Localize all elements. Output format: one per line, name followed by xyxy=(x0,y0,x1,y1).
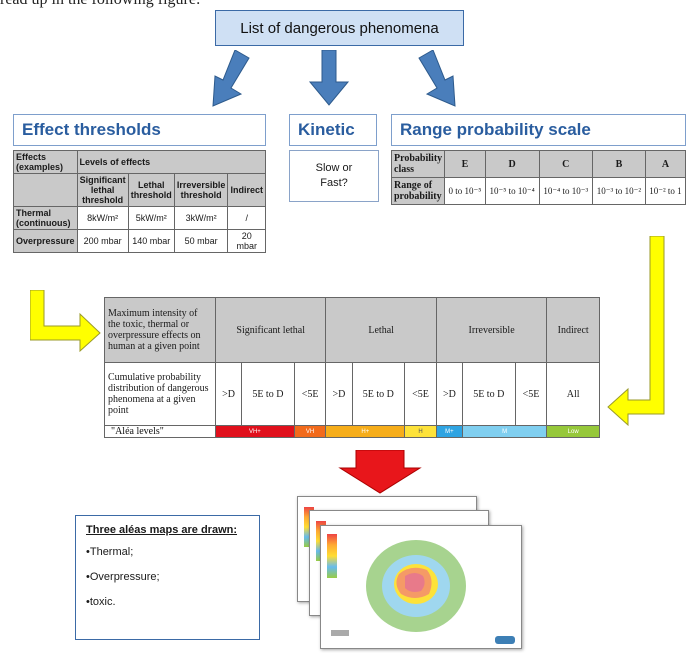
cell-i-gt-d: >D xyxy=(435,362,463,426)
cell-l-gt-d: >D xyxy=(325,362,353,426)
thermal-irreversible: 3kW/m² xyxy=(173,206,229,230)
thermal-lethal: 5kW/m² xyxy=(127,206,175,230)
maps-item-thermal: •Thermal; xyxy=(86,546,134,558)
cell-l-lt-5e: <5E xyxy=(404,362,437,426)
row-label-thermal: Thermal (continuous) xyxy=(13,206,78,230)
maps-item-overpressure: •Overpressure; xyxy=(86,571,160,583)
maps-description-box: Three aléas maps are drawn: •Thermal; •O… xyxy=(75,515,260,640)
cell-indirect-all: All xyxy=(546,362,600,426)
empty-header-cell xyxy=(13,173,78,207)
alea-levels-label: "Aléa levels" xyxy=(104,425,216,438)
map-logo-icon xyxy=(495,636,515,644)
level-h-plus: H+ xyxy=(325,425,406,438)
col-effects-header: Effects (examples) xyxy=(13,150,78,174)
overpressure-significant: 200 mbar xyxy=(76,229,129,253)
class-d: D xyxy=(484,150,540,178)
kinetic-line-2: Fast? xyxy=(320,177,348,189)
thermal-significant: 8kW/m² xyxy=(76,206,129,230)
map-legend-icon xyxy=(327,534,337,578)
class-b: B xyxy=(591,150,646,178)
level-h: H xyxy=(404,425,437,438)
sub-header-irreversible: Irreversible threshold xyxy=(173,173,229,207)
row-label-overpressure: Overpressure xyxy=(13,229,78,253)
range-of-probability-label: Range of probability xyxy=(390,177,446,205)
yellow-arrow-left xyxy=(30,290,101,352)
level-vh: VH xyxy=(293,425,327,438)
range-a: 10⁻² to 1 xyxy=(644,177,687,205)
group-lethal: Lethal xyxy=(325,297,437,363)
blue-arrow-right xyxy=(418,50,456,107)
intro-text: read up in the following figure: xyxy=(0,0,200,9)
map-page-front xyxy=(320,525,522,649)
col-levels-header: Levels of effects xyxy=(76,150,267,174)
overpressure-indirect: 20 mbar xyxy=(227,229,266,253)
cell-sl-5e-d: 5E to D xyxy=(241,362,295,426)
maps-item-toxic: •toxic. xyxy=(86,596,116,608)
thermal-indirect: / xyxy=(227,206,266,230)
overpressure-lethal: 140 mbar xyxy=(127,229,175,253)
level-m: M xyxy=(461,425,548,438)
kinetic-line-1: Slow or xyxy=(315,162,353,174)
map-scale-icon xyxy=(331,630,349,636)
range-e: 0 to 10⁻⁵ xyxy=(444,177,486,205)
probability-class-label: Probability class xyxy=(390,150,446,178)
kinetic-box: Slow or Fast? xyxy=(289,150,379,202)
cell-sl-gt-d: >D xyxy=(214,362,243,426)
blue-arrow-center xyxy=(308,50,350,106)
class-e: E xyxy=(444,150,486,178)
yellow-arrow-right xyxy=(607,236,665,426)
sub-header-significant: Significant lethal threshold xyxy=(76,173,129,207)
class-c: C xyxy=(538,150,593,178)
red-arrow-down xyxy=(338,450,422,494)
range-scale-table: Probability class E D C B A Range of pro… xyxy=(390,150,687,205)
range-b: 10⁻³ to 10⁻² xyxy=(591,177,646,205)
overpressure-irreversible: 50 mbar xyxy=(173,229,229,253)
cell-l-5e-d: 5E to D xyxy=(351,362,406,426)
range-c: 10⁻⁴ to 10⁻³ xyxy=(538,177,593,205)
class-a: A xyxy=(644,150,687,178)
effect-thresholds-table: Effects (examples) Levels of effects Sig… xyxy=(13,150,267,253)
range-scale-heading: Range probability scale xyxy=(391,114,686,146)
cell-i-5e-d: 5E to D xyxy=(461,362,516,426)
group-significant-lethal: Significant lethal xyxy=(214,297,327,363)
sub-header-lethal: Lethal threshold xyxy=(127,173,175,207)
effect-thresholds-heading: Effect thresholds xyxy=(13,114,266,146)
level-vh-plus: VH+ xyxy=(215,425,295,438)
level-m-plus: M+ xyxy=(435,425,463,438)
matrix-header-label: Maximum intensity of the toxic, thermal … xyxy=(104,297,216,363)
cell-i-lt-5e: <5E xyxy=(514,362,548,426)
level-low: Low xyxy=(546,425,600,438)
range-d: 10⁻⁵ to 10⁻⁴ xyxy=(484,177,540,205)
group-irreversible: Irreversible xyxy=(435,297,548,363)
sub-header-indirect: Indirect xyxy=(227,173,266,207)
cell-sl-lt-5e: <5E xyxy=(293,362,327,426)
group-indirect: Indirect xyxy=(546,297,600,363)
kinetic-heading: Kinetic xyxy=(289,114,377,146)
alea-zone-map xyxy=(366,540,466,632)
maps-title: Three aléas maps are drawn: xyxy=(86,524,238,536)
blue-arrow-left xyxy=(212,50,250,107)
alea-matrix-table: Maximum intensity of the toxic, thermal … xyxy=(104,297,600,438)
matrix-row-label: Cumulative probability distribution of d… xyxy=(104,362,216,426)
phenomena-title-box: List of dangerous phenomena xyxy=(215,10,464,46)
